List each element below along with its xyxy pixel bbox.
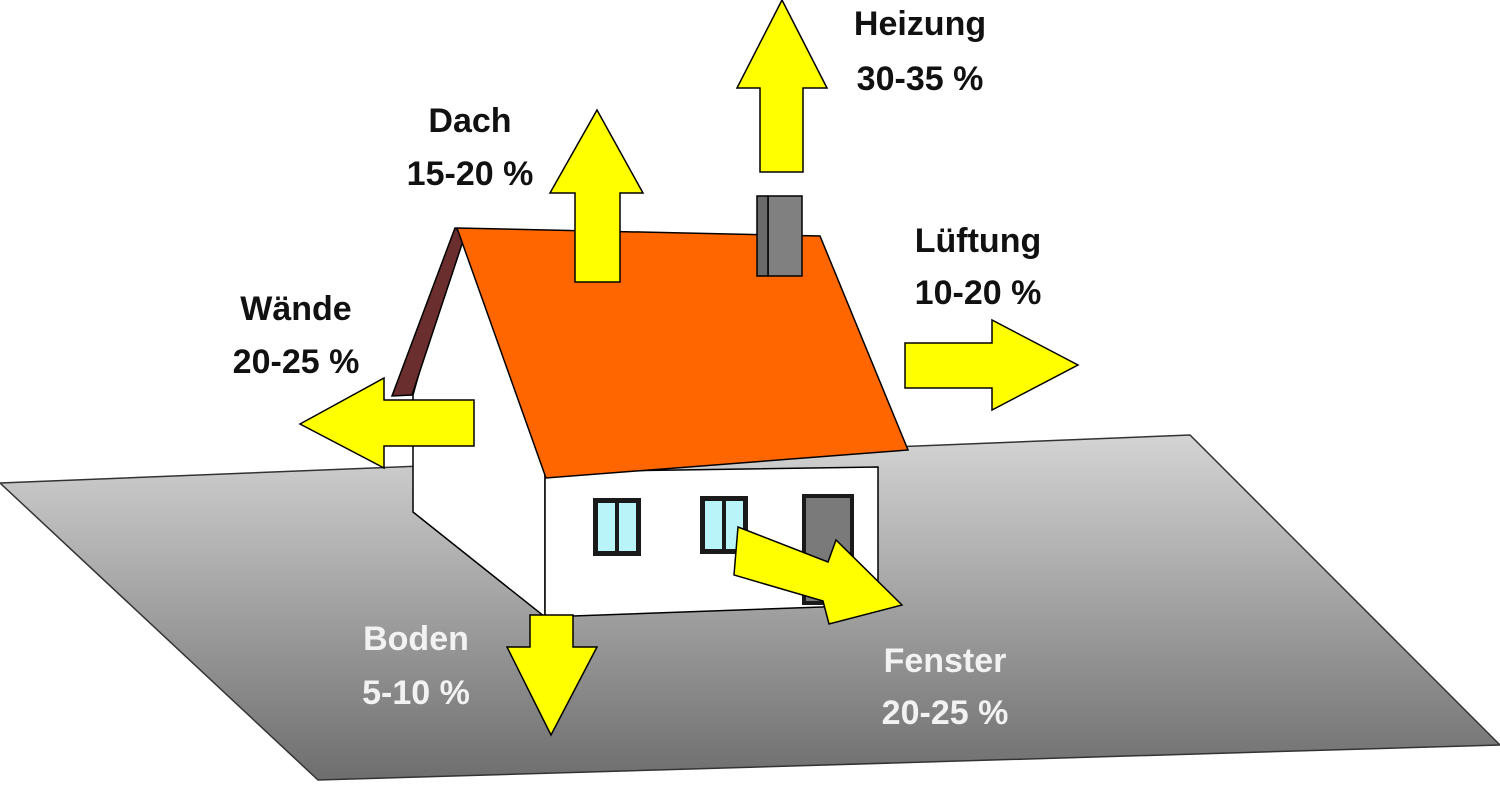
- label-heizung-value: 30-35 %: [857, 60, 984, 98]
- label-dach-value: 15-20 %: [407, 155, 534, 193]
- label-lueftung-value: 10-20 %: [915, 274, 1042, 312]
- label-heizung-name: Heizung: [854, 5, 986, 43]
- roof: [455, 227, 910, 479]
- label-fenster-name: Fenster: [884, 642, 1007, 680]
- label-waende-name: Wände: [240, 290, 351, 328]
- arrow-waende: [298, 376, 475, 470]
- arrow-dach: [548, 108, 645, 283]
- chimney-front: [767, 195, 803, 277]
- label-boden-value: 5-10 %: [362, 674, 470, 712]
- label-lueftung-name: Lüftung: [915, 222, 1042, 260]
- arrow-heizung: [735, 0, 829, 173]
- label-waende-value: 20-25 %: [233, 343, 360, 381]
- chimney-side: [756, 195, 769, 277]
- label-fenster-value: 20-25 %: [882, 694, 1009, 732]
- label-dach-name: Dach: [428, 102, 511, 140]
- arrow-lueftung: [904, 318, 1080, 412]
- arrow-fenster: [733, 525, 904, 625]
- arrow-boden: [505, 614, 599, 737]
- label-boden-name: Boden: [363, 620, 469, 658]
- window-left: [593, 498, 641, 556]
